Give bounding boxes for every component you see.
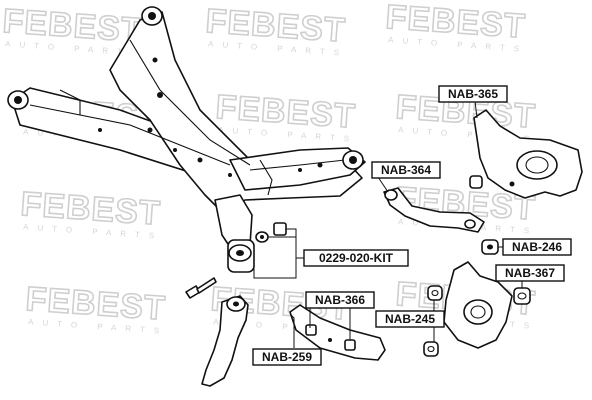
callout-box: [438, 85, 508, 103]
watermark-7: FEBEST AUTO PARTS: [19, 184, 164, 241]
callout-label: NAB-259: [262, 350, 312, 364]
callout-label: NAB-246: [512, 240, 562, 254]
callout-box: [502, 238, 572, 256]
callout-nab-367: NAB-367: [495, 264, 565, 282]
trailing-link: [289, 304, 386, 361]
callout-label: NAB-367: [505, 266, 555, 280]
callout-box: [303, 249, 409, 267]
bushing-245-lower: [423, 341, 439, 357]
watermark-3: FEBEST AUTO PARTS: [384, 0, 529, 54]
callout-label: NAB-365: [448, 87, 498, 101]
callout-box: [371, 161, 441, 179]
callout-box: [252, 348, 322, 366]
callout-box: [495, 264, 565, 282]
watermark-5: FEBEST AUTO PARTS: [214, 87, 359, 144]
upper-knuckle: [469, 109, 583, 199]
watermark-2: FEBEST AUTO PARTS: [204, 1, 349, 58]
callout-nab-365: NAB-365: [438, 85, 508, 103]
bushing-245-upper: [427, 285, 443, 301]
callout-box: [305, 291, 375, 309]
bolt: [185, 277, 217, 299]
callout-label: NAB-366: [315, 293, 365, 307]
kit-small-parts: [255, 222, 287, 243]
callout-nab-366: NAB-366: [305, 291, 375, 309]
watermark-9: FEBEST AUTO PARTS: [24, 279, 169, 336]
rear-subframe: [7, 6, 366, 273]
callout-nab-245: NAB-245: [375, 310, 445, 328]
callout-box: [375, 310, 445, 328]
callout-nab-246: NAB-246: [502, 238, 572, 256]
callout-label: 0229-020-KIT: [319, 251, 394, 265]
lower-arm: [201, 295, 249, 387]
callout-nab-259: NAB-259: [252, 348, 322, 366]
callout-label: NAB-245: [385, 312, 435, 326]
upper-link: [383, 187, 485, 233]
callout-nab-364: NAB-364: [371, 161, 441, 179]
callout-kit-0229-020: 0229-020-KIT: [303, 249, 409, 267]
bushing-246: [481, 239, 499, 255]
callout-label: NAB-364: [381, 163, 431, 177]
bushing-367: [513, 287, 531, 305]
